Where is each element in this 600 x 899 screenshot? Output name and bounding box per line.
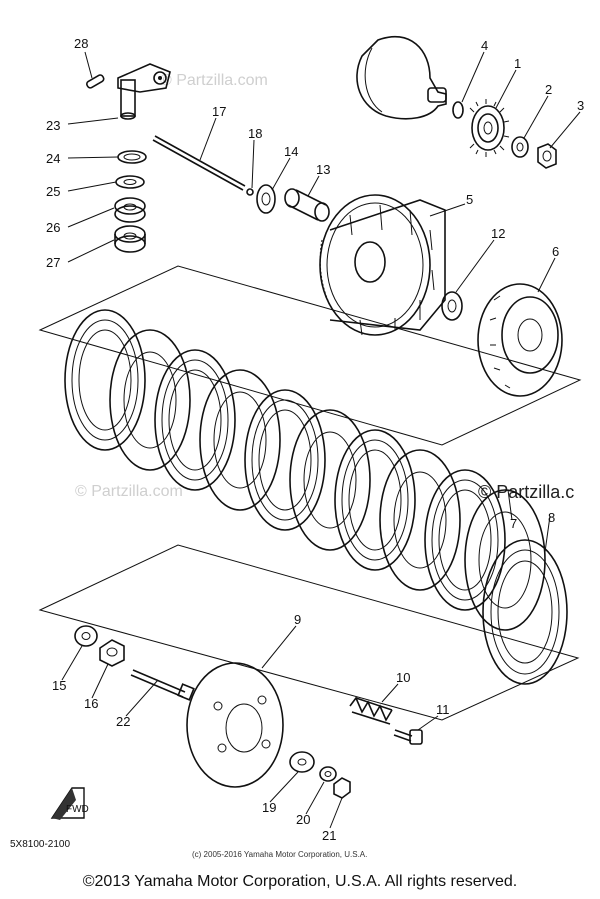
friction-plate xyxy=(334,429,416,571)
part-9-pressure-plate xyxy=(186,662,284,788)
leader-lines xyxy=(61,51,581,829)
steel-plate xyxy=(464,489,546,631)
watermark-top: © Partzilla.com xyxy=(160,72,268,89)
callout-19: 19 xyxy=(262,800,276,815)
plates-group-outline-bottom xyxy=(38,544,580,721)
callout-24: 24 xyxy=(46,151,60,166)
part-27-bearing xyxy=(114,225,146,253)
callout-28: 28 xyxy=(74,36,88,51)
callout-16: 16 xyxy=(84,696,98,711)
part-16-nut xyxy=(99,639,125,667)
callout-23: 23 xyxy=(46,118,60,133)
clutch-plates-stack xyxy=(64,309,568,685)
callout-22: 22 xyxy=(116,714,130,729)
callout-1: 1 xyxy=(514,56,521,71)
callout-3: 3 xyxy=(577,98,584,113)
callout-11: 11 xyxy=(436,702,450,717)
callout-numbers: 28 23 24 25 26 27 17 18 14 13 4 1 2 3 5 … xyxy=(46,36,584,843)
callout-26: 26 xyxy=(46,220,60,235)
callout-7: 7 xyxy=(510,516,517,531)
friction-plate xyxy=(64,309,146,451)
part-5-clutch-housing xyxy=(319,194,446,336)
steel-plate xyxy=(289,409,371,551)
part-1-primary-drive-gear xyxy=(469,99,510,157)
part-26-bearing xyxy=(114,197,146,223)
callout-21: 21 xyxy=(322,828,336,843)
footer-copyright: ©2013 Yamaha Motor Corporation, U.S.A. A… xyxy=(82,873,518,890)
fwd-label: FWD xyxy=(66,804,89,815)
callout-25: 25 xyxy=(46,184,60,199)
callout-18: 18 xyxy=(248,126,262,141)
callout-4: 4 xyxy=(481,38,488,53)
part-code: 5X8100-2100 xyxy=(10,839,70,850)
clutch-cover-housing xyxy=(356,35,447,120)
part-20-lock-washer xyxy=(319,766,337,782)
callout-6: 6 xyxy=(552,244,559,259)
part-22-push-rod xyxy=(130,669,195,701)
part-2-lock-washer xyxy=(511,136,529,158)
part-12-washer xyxy=(441,291,463,321)
callout-10: 10 xyxy=(396,670,410,685)
friction-plate xyxy=(154,349,236,491)
part-25-washer xyxy=(115,175,145,189)
watermark-right: © Partzilla.c xyxy=(478,482,574,502)
callout-17: 17 xyxy=(212,104,226,119)
callout-13: 13 xyxy=(316,162,330,177)
part-18-ball xyxy=(246,188,254,196)
friction-plate-last xyxy=(482,539,568,685)
part-11-bolt xyxy=(393,729,423,745)
callout-9: 9 xyxy=(294,612,301,627)
callout-20: 20 xyxy=(296,812,310,827)
callout-5: 5 xyxy=(466,192,473,207)
part-14-thrust-washer xyxy=(256,184,276,214)
part-4-o-ring xyxy=(452,101,464,119)
part-23-push-lever xyxy=(117,63,171,120)
part-24-circlip xyxy=(117,150,147,164)
plates-group-outline-top xyxy=(38,265,582,446)
steel-plate xyxy=(379,449,461,591)
friction-plate xyxy=(244,389,326,531)
friction-plate xyxy=(424,469,506,611)
callout-14: 14 xyxy=(284,144,298,159)
part-3-nut xyxy=(537,143,557,169)
callout-2: 2 xyxy=(545,82,552,97)
steel-plate xyxy=(109,329,191,471)
part-19-washer xyxy=(289,751,315,773)
part-28-pin xyxy=(86,74,105,89)
callout-12: 12 xyxy=(491,226,505,241)
part-6-clutch-boss xyxy=(477,283,563,397)
steel-plate xyxy=(199,369,281,511)
inner-copyright: (c) 2005-2016 Yamaha Motor Corporation, … xyxy=(192,850,367,859)
part-15-lock-washer xyxy=(74,625,98,647)
part-10-clutch-spring xyxy=(349,696,393,725)
callout-15: 15 xyxy=(52,678,66,693)
fwd-arrow-icon: FWD xyxy=(50,787,89,820)
watermark-left: © Partzilla.com xyxy=(75,483,183,500)
part-13-spacer xyxy=(284,188,330,222)
callout-27: 27 xyxy=(46,255,60,270)
part-17-push-rod xyxy=(152,135,246,191)
callout-8: 8 xyxy=(548,510,555,525)
part-21-nut xyxy=(333,777,351,799)
